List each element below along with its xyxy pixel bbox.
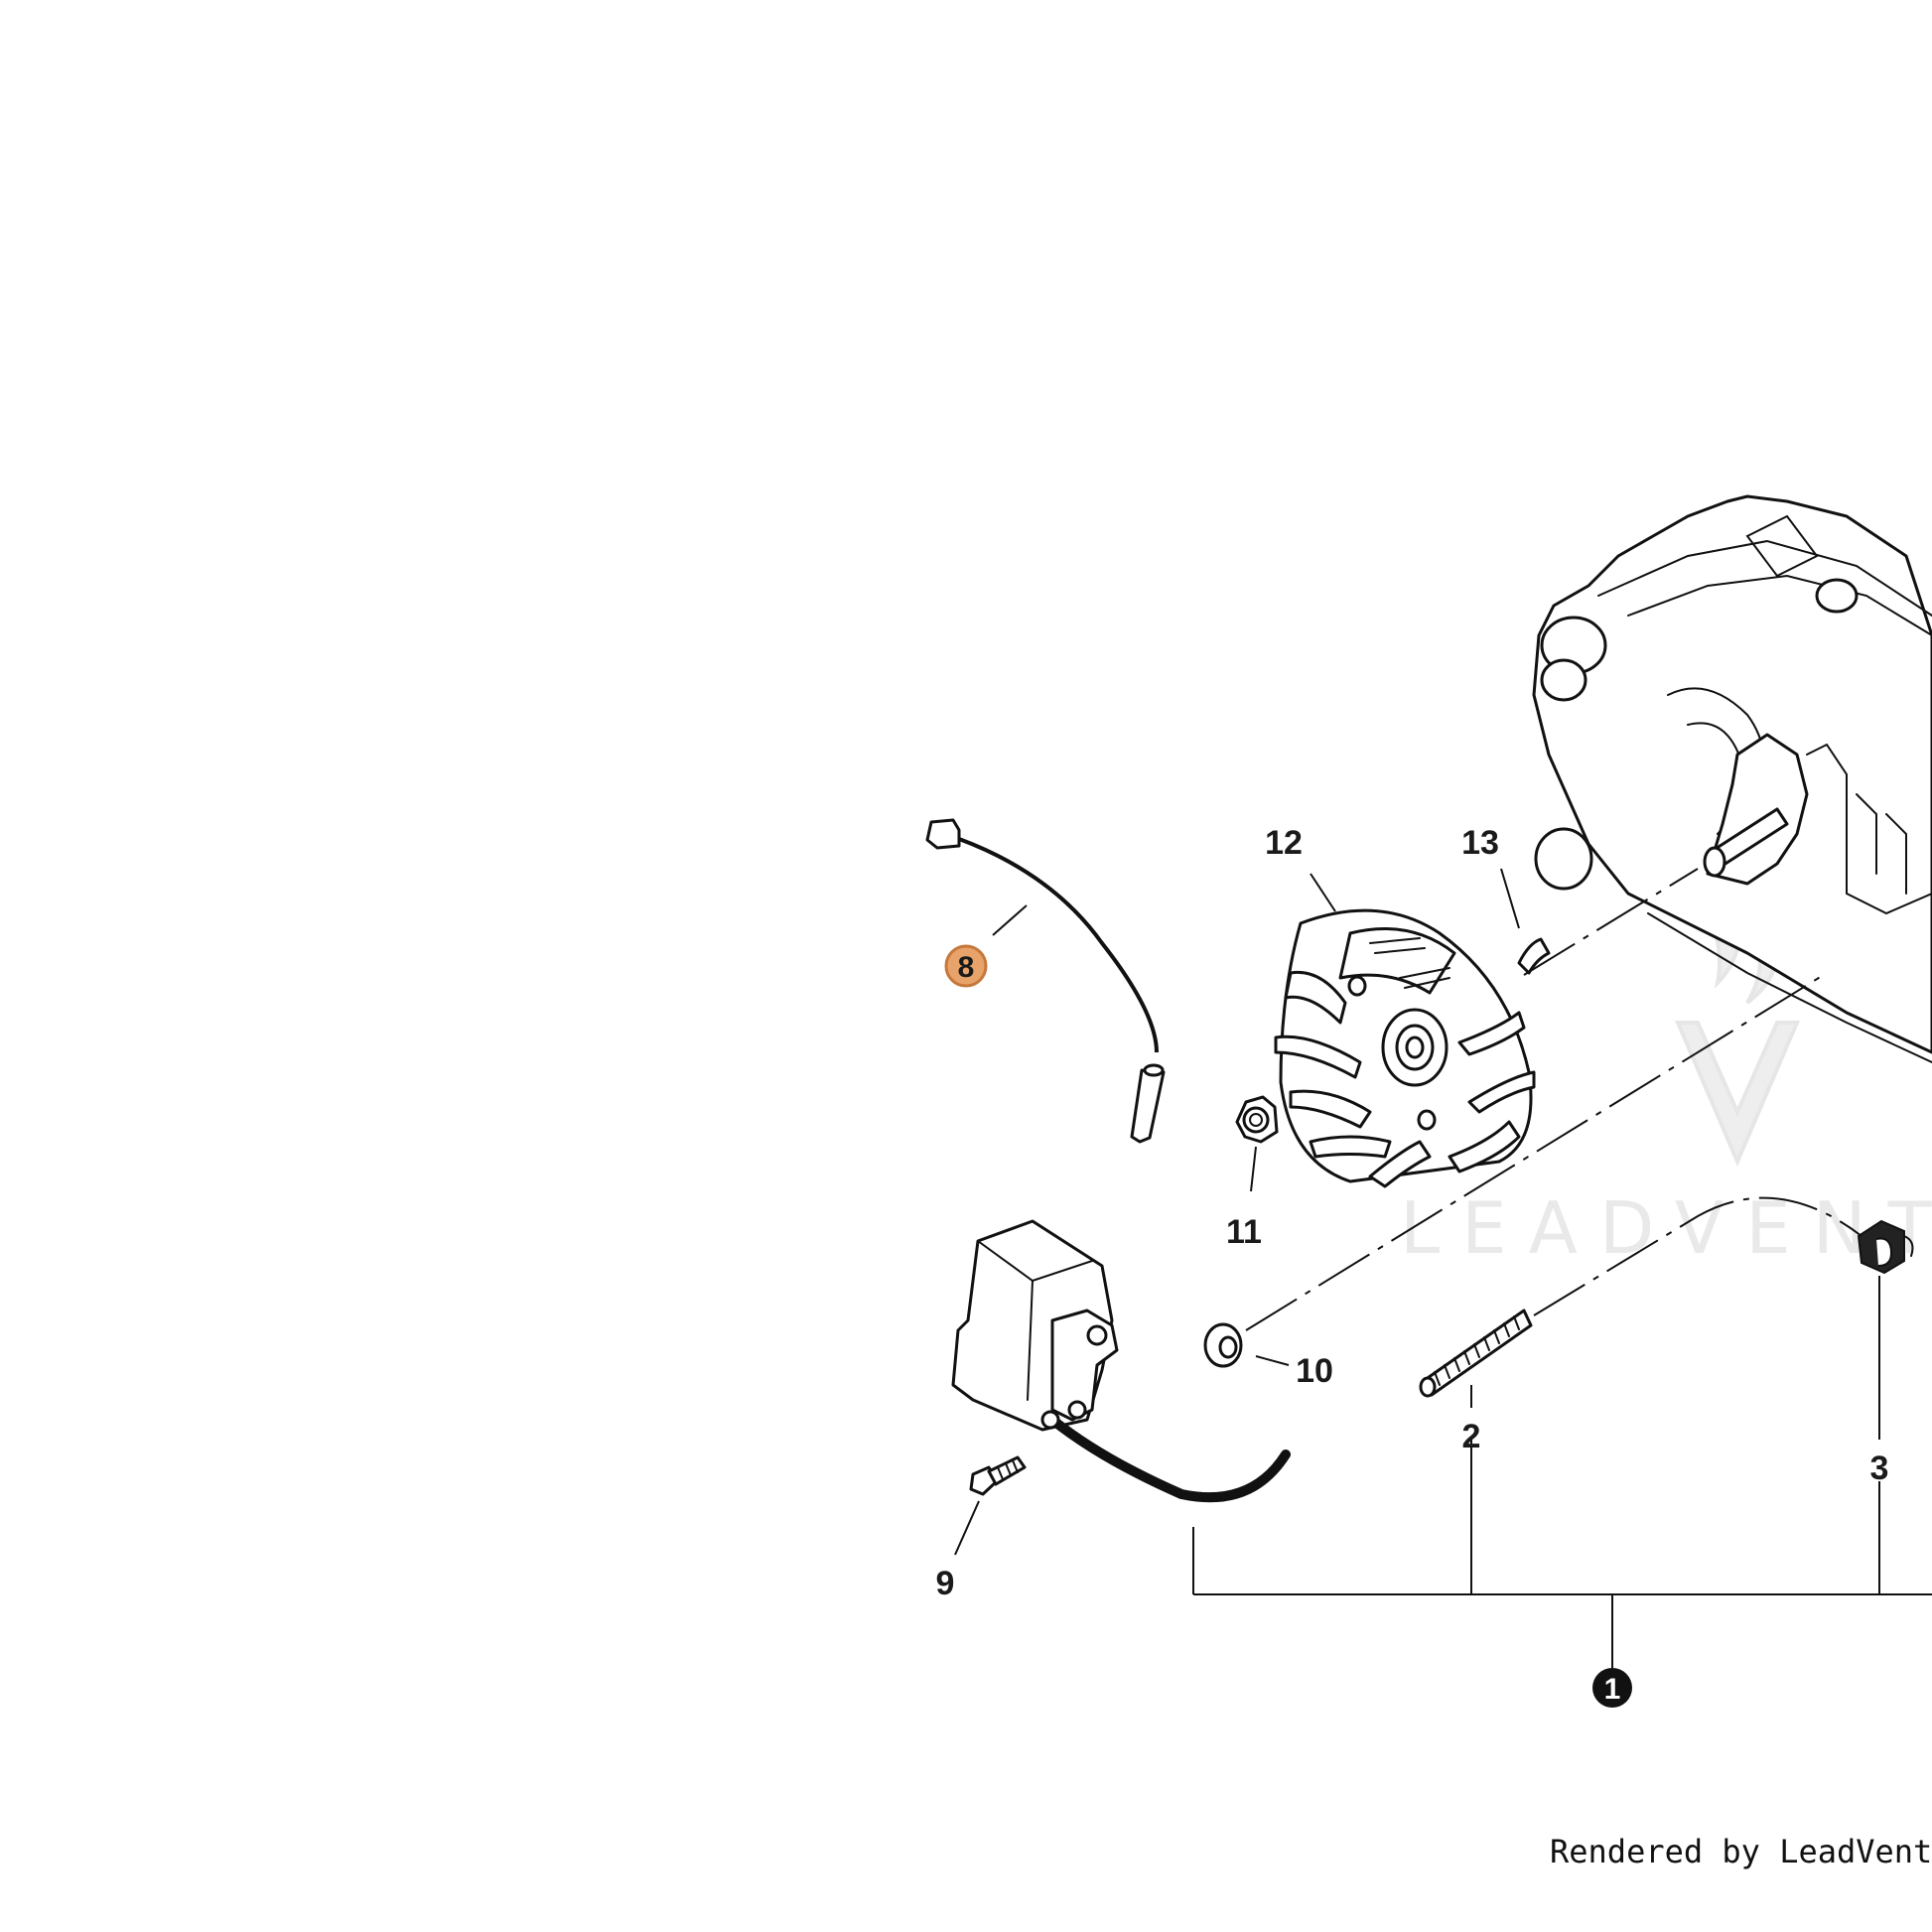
render-credit: Rendered by LeadVenture, In: [1550, 1833, 1932, 1870]
callout-1[interactable]: 1: [1592, 1668, 1632, 1708]
callout-2[interactable]: 2: [1462, 1418, 1481, 1455]
callout-10[interactable]: 10: [1296, 1352, 1333, 1390]
woodruff-key-part[interactable]: [1517, 937, 1551, 975]
crankcase-part[interactable]: [1532, 494, 1932, 1063]
alignment-lines: [1245, 868, 1863, 1331]
callout-12[interactable]: 12: [1265, 824, 1303, 862]
svg-text:1: 1: [1604, 1673, 1621, 1706]
callout-9[interactable]: 9: [936, 1565, 955, 1602]
callout-11[interactable]: 11: [1226, 1213, 1262, 1251]
callout-labels: 8 12 13 11 10 2 3 9 1: [936, 824, 1889, 1708]
flange-nut-part[interactable]: [1235, 1095, 1279, 1144]
svg-text:8: 8: [958, 951, 975, 984]
callout-13[interactable]: 13: [1461, 824, 1499, 862]
leader-lines: [954, 868, 1932, 1668]
ignition-coil-part[interactable]: [951, 1219, 1291, 1503]
callout-3[interactable]: 3: [1870, 1449, 1889, 1487]
stud-part[interactable]: [1419, 1309, 1533, 1398]
callout-8[interactable]: 8: [944, 944, 988, 988]
washer-part[interactable]: [1203, 1322, 1243, 1368]
clip-part[interactable]: [1857, 1219, 1914, 1275]
flywheel-part[interactable]: [1274, 908, 1536, 1188]
ignition-lead-part[interactable]: [925, 818, 1166, 1144]
screw-part[interactable]: [969, 1455, 1027, 1496]
watermark-text: LEADVENTU: [1400, 1186, 1932, 1270]
